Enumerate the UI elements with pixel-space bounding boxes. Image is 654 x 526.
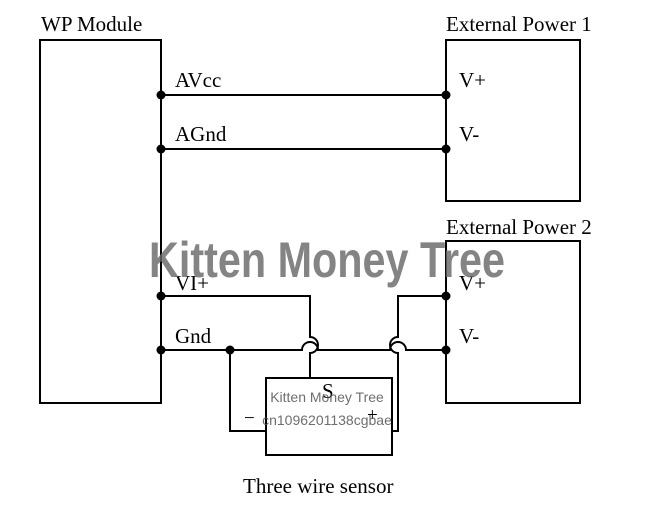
wire-gnd [161, 341, 446, 351]
sensor-pin-label-plus: + [367, 405, 378, 426]
junction-dot-power2-vminus [441, 345, 451, 355]
junction-dot-avcc-right [441, 90, 451, 100]
power1-pin-label-vminus: V- [459, 122, 479, 146]
pin-label-avcc: AVcc [175, 68, 221, 92]
watermark-small-line1: Kitten Money Tree [270, 389, 384, 405]
wire-sensor-minus [229, 350, 266, 432]
wp-module-box [39, 39, 162, 404]
wp-module-title: WP Module [41, 12, 142, 36]
sensor-caption: Three wire sensor [243, 474, 393, 498]
sensor-pin-label-signal: S [322, 379, 334, 403]
external-power-2-title: External Power 2 [446, 215, 592, 239]
junction-dot-agnd-right [441, 144, 451, 154]
external-power-2-box [445, 240, 581, 404]
junction-dot-power2-vplus [441, 291, 451, 301]
power2-pin-label-vminus: V- [459, 324, 479, 348]
junction-dot-avcc-left [156, 90, 166, 100]
wire-vi-plus-to-sensor-signal [161, 295, 319, 378]
sensor-box [265, 377, 393, 456]
watermark-main: Kitten Money Tree [149, 232, 505, 288]
wire-power2-vplus-to-sensor-plus [389, 295, 446, 432]
pin-label-gnd: Gnd [175, 324, 212, 348]
power2-pin-label-vplus: V+ [459, 271, 486, 295]
junction-dot-agnd-left [156, 144, 166, 154]
watermark-small-line2: cn1096201138cgbae [262, 412, 392, 428]
junction-dot-gnd-sensor [225, 345, 235, 355]
sensor-pin-label-minus: − [244, 408, 255, 429]
junction-dot-gnd-left [156, 345, 166, 355]
external-power-1-box [445, 39, 581, 202]
pin-label-vi-plus: VI+ [175, 271, 209, 295]
junction-dot-vi-plus [156, 291, 166, 301]
pin-label-agnd: AGnd [175, 122, 227, 146]
power1-pin-label-vplus: V+ [459, 68, 486, 92]
external-power-1-title: External Power 1 [446, 12, 592, 36]
